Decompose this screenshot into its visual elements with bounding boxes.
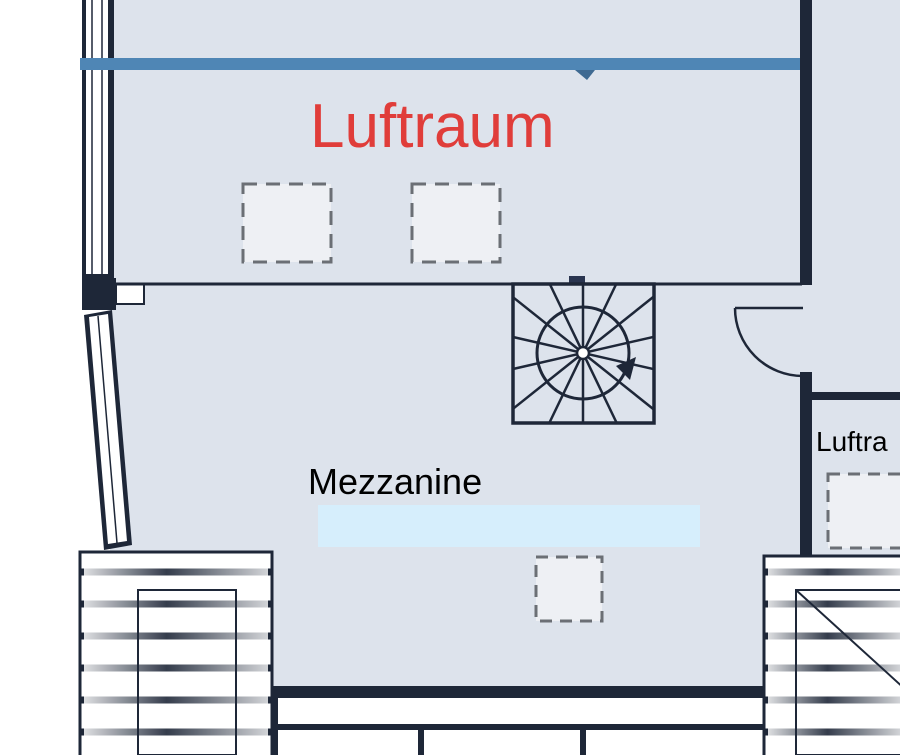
stair-spoke	[584, 283, 618, 349]
left-window-upper	[82, 0, 114, 280]
stair-lower-left	[78, 550, 274, 755]
stair-spoke	[586, 355, 655, 411]
stair-spoke	[548, 357, 582, 424]
skylight	[826, 472, 900, 550]
highlight-bar	[318, 505, 700, 547]
skylight	[534, 555, 604, 623]
wall-pillar	[82, 278, 116, 310]
spiral-staircase-icon	[511, 282, 656, 425]
stair-spoke	[548, 283, 582, 349]
stair-direction-arrow-icon	[616, 357, 636, 380]
stair-lower-right	[762, 554, 900, 755]
floor-area-main	[110, 0, 810, 560]
skylight	[241, 182, 333, 264]
void-label-right: Luftra	[816, 426, 888, 457]
stair-spoke	[512, 335, 578, 353]
stair-spoke	[586, 295, 655, 351]
void-label-upper: Luftraum	[310, 92, 555, 161]
stair-spoke	[512, 353, 578, 371]
wall-column-small	[115, 283, 145, 305]
right-wall-lower	[800, 372, 812, 560]
stair-spoke	[512, 296, 580, 351]
floor-area-right-upper	[810, 0, 900, 395]
stair-spoke	[584, 357, 618, 424]
left-window-slanted	[84, 310, 132, 550]
skylight	[410, 182, 502, 264]
beam-marker	[575, 70, 595, 80]
door-swing-icon	[733, 306, 804, 378]
roof-beam	[80, 58, 810, 70]
stair-spoke	[588, 335, 655, 353]
stair-spoke	[512, 355, 580, 410]
right-room-wall	[800, 392, 900, 400]
right-wall-upper	[800, 0, 812, 285]
bottom-walls	[272, 686, 764, 755]
mezzanine-label: Mezzanine	[308, 461, 482, 502]
stair-spoke	[588, 353, 655, 371]
